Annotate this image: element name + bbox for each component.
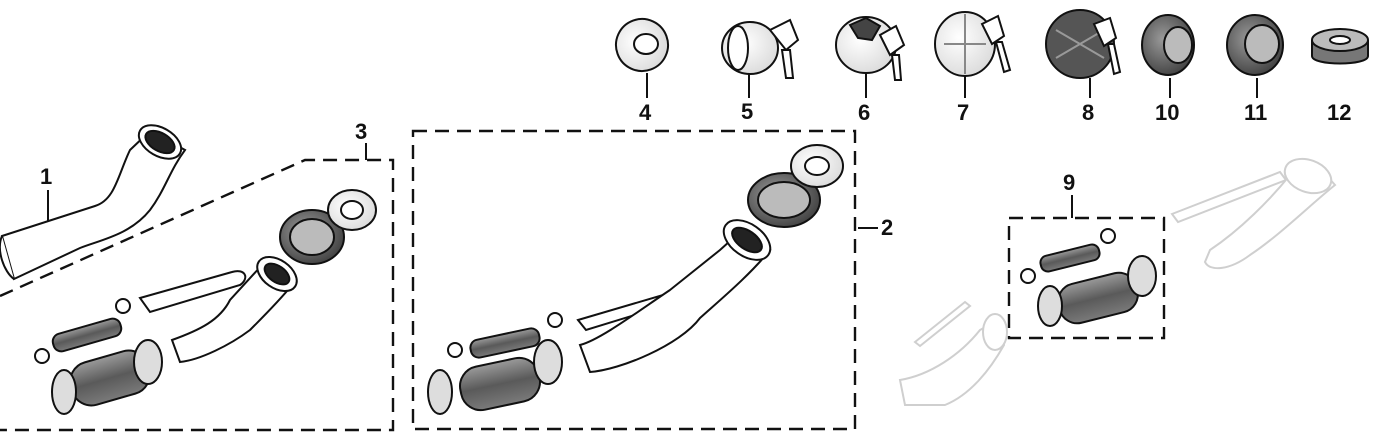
locking-cap-part-8	[1045, 9, 1122, 79]
callout-6: 6	[858, 100, 871, 125]
kit-2-hoses	[427, 312, 563, 415]
callout-1: 1	[40, 164, 53, 189]
kit-3-box	[0, 158, 395, 432]
kit-3-seal	[279, 189, 377, 265]
kit-3-filler-tube	[138, 255, 298, 364]
leader-lines	[47, 70, 1258, 232]
seal-part-10	[1141, 14, 1195, 76]
callout-8: 8	[1082, 100, 1095, 125]
kit-9-hoses	[1020, 228, 1157, 327]
locking-cap-part-5	[721, 18, 800, 79]
callout-7: 7	[957, 100, 970, 125]
kit-9-box	[1007, 216, 1166, 340]
callout-5: 5	[741, 99, 754, 124]
callout-12: 12	[1327, 100, 1352, 125]
callout-4: 4	[639, 100, 652, 125]
grommet-part-12	[1311, 28, 1369, 65]
gasket-part-4	[615, 18, 669, 72]
kit-3-hoses	[34, 298, 163, 415]
kit-2-box	[411, 129, 857, 431]
filler-neck-part-1	[0, 124, 187, 281]
callout-9: 9	[1063, 170, 1076, 195]
kit-2-filler-tube	[576, 219, 772, 374]
ghost-reference-parts	[898, 157, 1337, 406]
seal-part-11	[1226, 14, 1284, 76]
locking-cap-part-6	[835, 16, 906, 81]
callout-10: 10	[1155, 100, 1180, 125]
locking-cap-part-7	[934, 11, 1012, 77]
callout-2: 2	[881, 215, 894, 240]
callout-3: 3	[355, 119, 368, 144]
callout-11: 11	[1244, 100, 1268, 125]
kit-2-seal	[747, 144, 844, 228]
